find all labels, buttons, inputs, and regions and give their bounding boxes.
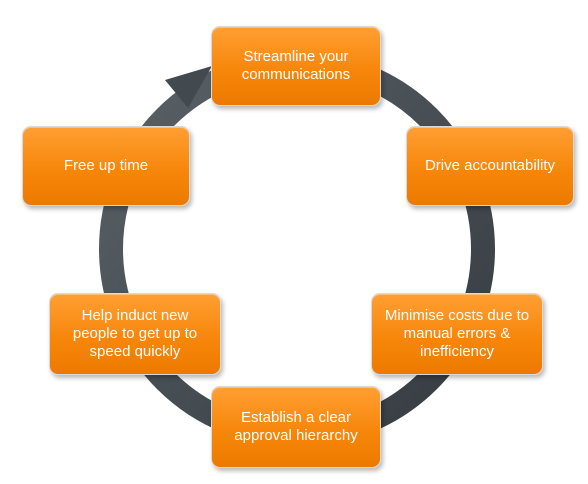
- cycle-step-streamline: Streamline your communications: [211, 26, 381, 106]
- cycle-step-label: Minimise costs due to manual errors & in…: [384, 307, 530, 360]
- cycle-step-label: Help induct new people to get up to spee…: [72, 307, 198, 360]
- cycle-arrowhead-icon: [165, 66, 212, 108]
- cycle-step-approval-hierarchy: Establish a clear approval hierarchy: [211, 386, 381, 468]
- cycle-step-free-up-time: Free up time: [22, 126, 190, 206]
- cycle-step-induct-people: Help induct new people to get up to spee…: [49, 293, 221, 375]
- cycle-step-minimise-costs: Minimise costs due to manual errors & in…: [371, 293, 543, 375]
- cycle-step-label: Drive accountability: [424, 157, 556, 174]
- cycle-step-label: Streamline your communications: [241, 48, 351, 83]
- cycle-step-label: Establish a clear approval hierarchy: [234, 409, 358, 444]
- cycle-ring-arc: [99, 51, 495, 447]
- cycle-step-accountability: Drive accountability: [406, 126, 574, 206]
- cycle-step-label: Free up time: [63, 157, 149, 174]
